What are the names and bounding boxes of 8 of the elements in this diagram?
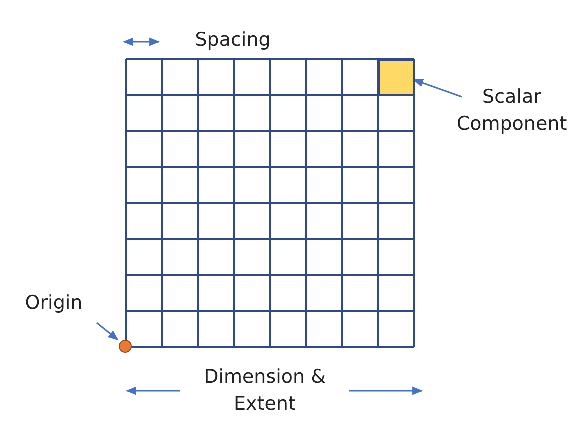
callout-label: Origin — [16, 290, 92, 317]
origin-dot — [119, 340, 132, 353]
leader-arrow — [96, 322, 119, 341]
dimension-label: Dimension & Extent — [203, 365, 327, 417]
leader-arrow — [413, 79, 462, 98]
callout-label: Scalar Component — [452, 84, 572, 138]
dimension-label: Spacing — [194, 28, 272, 53]
highlighted-cell — [378, 59, 415, 96]
